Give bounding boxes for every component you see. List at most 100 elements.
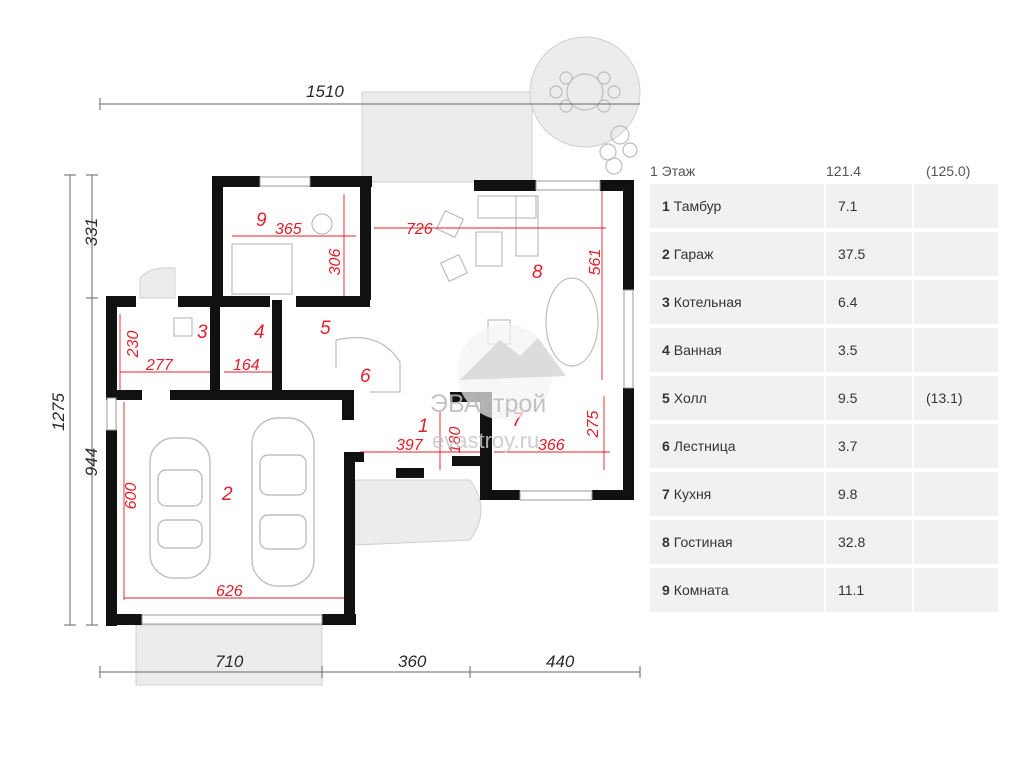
room-area-extra-cell [914, 520, 998, 564]
room-area-cell: 3.7 [826, 424, 912, 468]
room-area-extra-cell [914, 568, 998, 612]
room-number: 8 [662, 534, 670, 550]
dim-garage-width: 626 [216, 583, 243, 600]
dim-boiler-height: 230 [125, 331, 142, 359]
room-area-cell: 11.1 [826, 568, 912, 612]
inner-dimension-lines [119, 190, 610, 600]
dim-bath-width: 164 [233, 357, 260, 374]
room-area-extra-cell [914, 184, 998, 228]
dim-living-height: 561 [587, 249, 604, 276]
room-name: Ванная [673, 342, 722, 358]
cars [149, 417, 315, 587]
room-number-4: 4 [254, 322, 265, 343]
room-area-extra-cell [914, 424, 998, 468]
watermark-title: ЭВАстрой [430, 390, 546, 418]
room-area-cell: 7.1 [826, 184, 912, 228]
car-left [149, 437, 211, 579]
garage-driveway [135, 624, 323, 686]
floor-label: 1 Этаж [650, 163, 696, 179]
floor-area-total: (125.0) [926, 163, 971, 179]
room-number: 9 [662, 582, 670, 598]
dim-left-garage: 600 [123, 483, 140, 510]
room-area-cell: 3.5 [826, 328, 912, 372]
floor-plan: 1510 710 360 440 1275 331 944 365 306 23… [49, 36, 641, 686]
room-name: Лестница [673, 438, 736, 454]
dim-bottom-left: 710 [215, 652, 244, 671]
room-number: 1 [662, 198, 670, 214]
dim-kitchen-height: 275 [585, 411, 602, 439]
dim-living-width: 726 [406, 221, 433, 238]
room-number: 3 [662, 294, 670, 310]
room-area-cell: 9.8 [826, 472, 912, 516]
front-porch [354, 479, 482, 546]
windows [106, 176, 634, 625]
room-name: Кухня [673, 486, 712, 502]
dim-room9-width: 365 [275, 221, 302, 238]
room-number: 6 [662, 438, 670, 454]
room-area-cell: 32.8 [826, 520, 912, 564]
dim-room9-height: 306 [327, 249, 344, 276]
room-number-1: 1 [418, 416, 429, 437]
dim-kitchen-width: 366 [538, 437, 565, 454]
dim-overall-width: 1510 [306, 82, 344, 101]
walls [106, 176, 634, 626]
room-number: 4 [662, 342, 670, 358]
room-number-2: 2 [221, 484, 233, 505]
room-number: 5 [662, 390, 670, 406]
room-area-extra-cell [914, 472, 998, 516]
dim-left-total: 1275 [49, 393, 68, 431]
room-name: Тамбур [673, 198, 722, 214]
room-number-6: 6 [360, 366, 371, 387]
room-name: Холл [673, 390, 707, 406]
room-area-extra-cell [914, 280, 998, 324]
room-number-8: 8 [532, 262, 543, 283]
room-name: Комната [673, 582, 729, 598]
room-number: 7 [662, 486, 670, 502]
dim-hall-height: 180 [447, 427, 464, 454]
terraces [135, 36, 641, 686]
room-number-3: 3 [197, 322, 208, 343]
room-name: Гараж [673, 246, 714, 262]
car-right [251, 417, 315, 587]
dim-left-top: 331 [82, 218, 101, 246]
room-name: Котельная [673, 294, 742, 310]
room-number-9: 9 [256, 210, 267, 231]
dim-bottom-mid: 360 [398, 652, 427, 671]
room-area-cell: 9.5 [826, 376, 912, 420]
dim-hall-width: 397 [396, 437, 424, 454]
room-area-cell: 6.4 [826, 280, 912, 324]
dim-left-bottom: 944 [82, 448, 101, 476]
dim-bottom-right: 440 [546, 652, 575, 671]
room-area-extra-cell: (13.1) [914, 376, 998, 420]
top-terrace [361, 91, 533, 183]
room-number-5: 5 [320, 318, 331, 339]
room-area-extra-cell [914, 328, 998, 372]
watermark-url: evastroy.ru [432, 428, 539, 453]
dim-boiler-width: 277 [145, 357, 174, 374]
dimension-lines [64, 98, 641, 678]
left-porch [139, 267, 176, 299]
room-area-cell: 37.5 [826, 232, 912, 276]
room-number: 2 [662, 246, 670, 262]
watermark: ЭВАстрой evastroy.ru [430, 324, 566, 453]
area-table-header: 1 Этаж 121.4 (125.0) [650, 158, 998, 184]
room-name: Гостиная [673, 534, 733, 550]
